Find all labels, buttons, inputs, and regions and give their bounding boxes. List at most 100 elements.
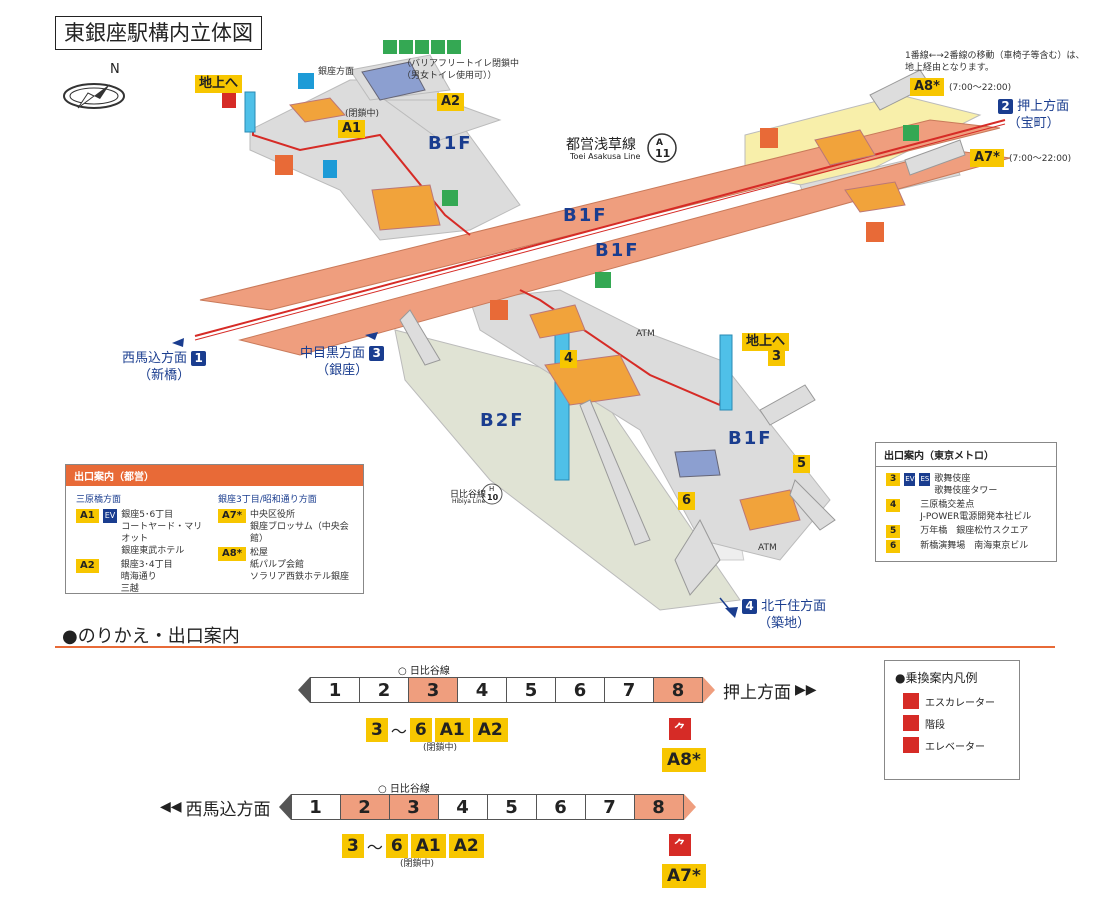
toei-legend-col2-title: 銀座3丁目/昭和通り方面: [218, 495, 317, 505]
legend-line: 新橋演舞場 南海東京ビル: [920, 541, 1029, 551]
asakusa-line-name: 都営浅草線: [566, 137, 636, 153]
direction-kitasenju: 4 北千住方面 （築地）: [742, 598, 826, 632]
asakusa-line-number: 11: [655, 147, 671, 160]
exit-badge-6: 6: [886, 540, 901, 553]
stairs-icon: ⺈: [669, 834, 691, 856]
to-ground-label: 地上へ: [742, 333, 790, 351]
direction-number: 3: [369, 346, 385, 361]
train2-closed-note: (閉鎖中): [400, 859, 435, 869]
elevator-exit-icon: [222, 92, 236, 108]
car-1: 1: [310, 677, 360, 703]
legend-line: 銀座3･4丁目: [120, 560, 173, 570]
es-badge: ES: [919, 473, 931, 486]
ginza-direction-label: 銀座方面: [318, 67, 355, 77]
station-3d-map: [172, 54, 1011, 618]
accessible-toilet-closed-icon: [431, 40, 445, 54]
legend-line: 晴海通り: [120, 572, 157, 582]
legend-line: 松屋: [249, 548, 268, 558]
direction-sub: （新橋）: [138, 368, 191, 383]
elevator-icon: [903, 737, 919, 753]
direction-name: 西馬込方面: [122, 351, 188, 366]
exit-badge-4: 4: [560, 350, 578, 368]
stairs-icon: ⺈: [669, 718, 691, 740]
exit-a8: A8* (7:00～22:00): [910, 75, 1011, 96]
toei-exit-legend: 出口案内（都営） 三原橋方面 A1 EV 銀座5･6丁目 コートヤード・マリオッ…: [65, 464, 364, 594]
car-2: 2: [360, 677, 409, 703]
direction-name: 中目黒方面: [300, 346, 366, 361]
direction-number: 2: [998, 99, 1013, 114]
direction-oshiage: 2 押上方面 （宝町）: [998, 98, 1069, 132]
toilet-note: （バリアフリートイレ閉鎖中 （男女トイレ使用可））: [402, 58, 519, 82]
exit-badge-a1: A1: [76, 509, 99, 523]
direction-name: 押上方面: [1017, 99, 1070, 114]
exit-badge: 3: [366, 718, 388, 742]
direction-sub: （築地）: [758, 616, 811, 631]
train1-right-end: [703, 677, 715, 703]
elevator-marker-icon: [903, 125, 919, 141]
exit-badge-a1: A1: [338, 120, 366, 138]
toilet-icon: [383, 40, 397, 54]
elevator-marker-icon: [442, 190, 458, 206]
direction-name: 北千住方面: [761, 599, 827, 614]
aed-icon: [490, 300, 508, 320]
car-8: 8: [634, 794, 684, 820]
train1-hibiya-note: ○ 日比谷線: [398, 666, 450, 677]
legend-label: エレベーター: [925, 741, 985, 753]
exit-badge: A1: [434, 718, 470, 742]
range-tilde: ～: [390, 722, 407, 741]
car-3: 3: [389, 794, 439, 820]
train2-direction-arrow: ◀◀: [160, 799, 182, 815]
hibiya-note-text: 日比谷線: [409, 666, 450, 677]
legend-label: エスカレーター: [925, 697, 995, 709]
train1-exits-car3: 3 ～ 6 A1 A2: [366, 718, 508, 742]
platform-upper: [199, 119, 1001, 311]
to-ground-label: 地上へ: [195, 75, 243, 93]
legend-line: 紙パルプ会館: [249, 560, 304, 570]
asakusa-line-badge: [647, 133, 677, 163]
train1-exit-car8: A8*: [662, 748, 706, 772]
direction-number: 4: [742, 599, 757, 614]
exit-badge-a7: A7*: [218, 509, 246, 523]
asakusa-line-name-en: Toei Asakusa Line: [570, 152, 641, 161]
train1-cars: 1 2 3 4 5 6 7 8 押上方面 ▶▶: [298, 677, 817, 703]
floor-label-b1f: B1F: [728, 428, 773, 449]
car-5: 5: [487, 794, 537, 820]
toei-legend-head: 出口案内（都営）: [66, 465, 363, 486]
exit-badge: 3: [342, 834, 364, 858]
train1-direction: 押上方面: [723, 682, 791, 703]
exit-badge-5: 5: [793, 455, 811, 473]
legend-line: 三原橋交差点: [920, 500, 975, 510]
exit-badge-6: 6: [678, 492, 696, 510]
train1-closed-note: (閉鎖中): [423, 743, 458, 753]
legend-line: 三越: [120, 584, 139, 594]
car-4: 4: [458, 677, 507, 703]
platform-lower: [238, 149, 1011, 356]
direction-nakameguro: 中目黒方面 3 （銀座）: [300, 345, 385, 379]
exit-a7-time: (7:00～22:00): [1009, 154, 1072, 164]
ticket-machine-icon: [298, 73, 314, 89]
train2-right-end: [683, 794, 696, 820]
exit-badge-a7: A7*: [970, 149, 1004, 167]
hibiya-line-name: 日比谷線: [450, 490, 487, 500]
car-6: 6: [556, 677, 605, 703]
train2-cars: ◀◀ 西馬込方面 1 2 3 4 5 6 7 8: [160, 794, 696, 820]
hibiya-line-badge: [481, 483, 503, 505]
closed-label: (閉鎖中): [345, 109, 380, 119]
atm-label: ATM: [758, 543, 777, 553]
transfer-note-line: 地上経由となります。: [905, 63, 994, 73]
baby-icon: [415, 40, 429, 54]
legend-line: 歌舞伎座タワー: [934, 486, 998, 496]
legend-line: 銀座東武ホテル: [121, 546, 185, 556]
ev-badge: EV: [904, 473, 916, 486]
toilet-note-line: （バリアフリートイレ閉鎖中: [402, 59, 520, 69]
car-8: 8: [654, 677, 703, 703]
metro-exit-legend: 出口案内（東京メトロ） 3 EV ES 歌舞伎座 歌舞伎座タワー 4 三原橋交差…: [875, 442, 1057, 562]
car-5: 5: [507, 677, 556, 703]
toilet-icon: [399, 40, 413, 54]
phone-icon: [323, 160, 337, 178]
legend-line: 銀座ブロッサム（中央会館）: [249, 522, 349, 544]
hibiya-line-code: H: [489, 485, 495, 493]
car-3: 3: [409, 677, 458, 703]
exit-badge-3: 3: [886, 473, 901, 486]
transfer-legend-title: ●乗換案内凡例: [895, 671, 978, 685]
